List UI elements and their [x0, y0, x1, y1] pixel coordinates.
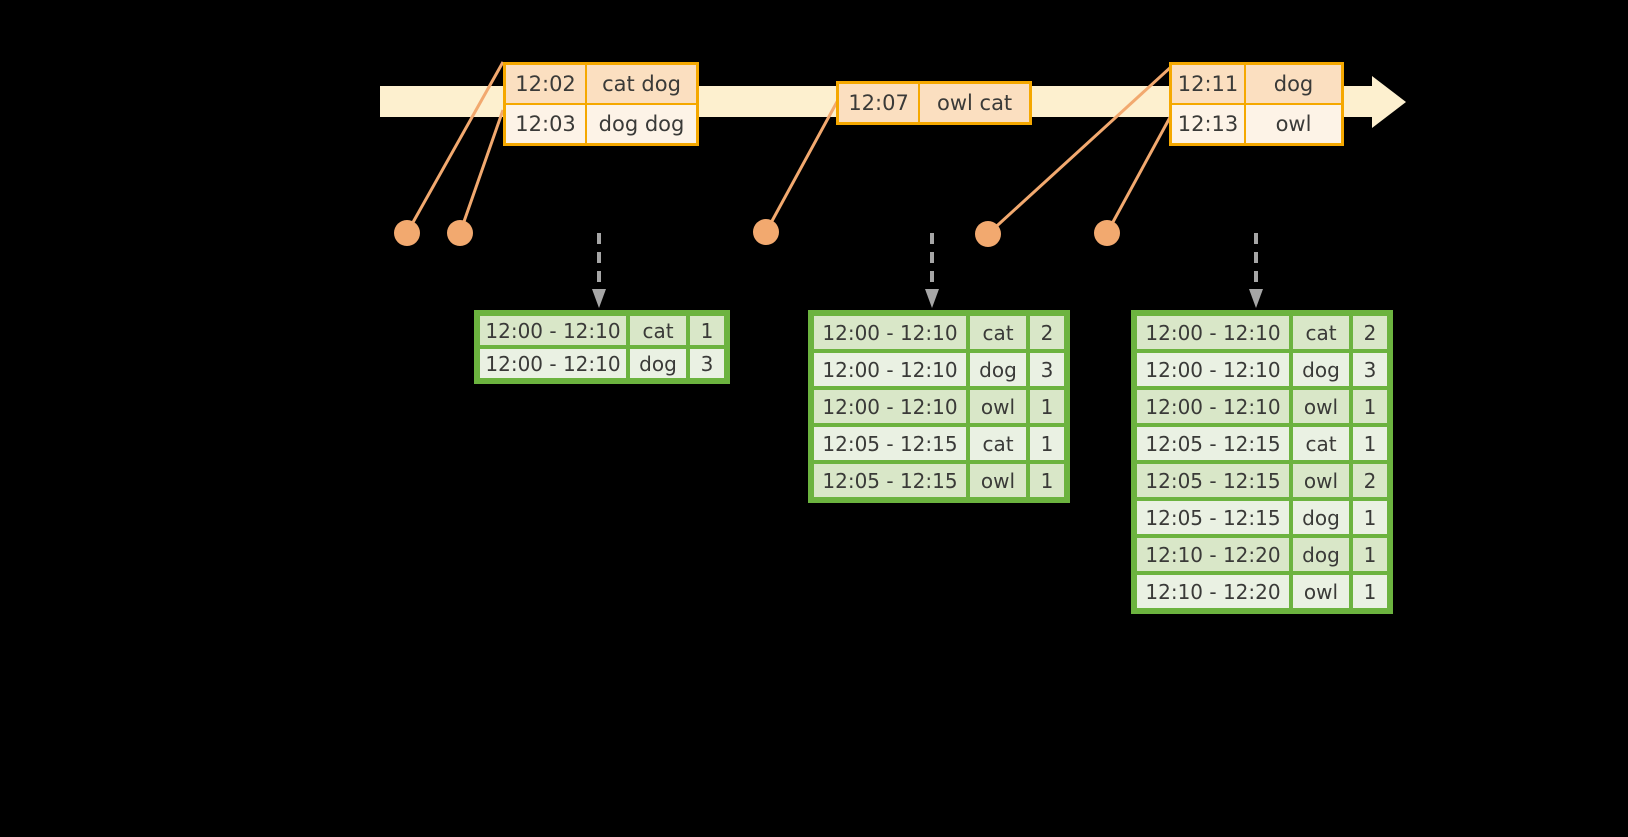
- event-row: 12:13 owl: [1172, 103, 1341, 143]
- event-time: 12:02: [506, 65, 588, 103]
- cell-window: 12:05 - 12:15: [812, 462, 968, 499]
- cell-word: cat: [968, 425, 1028, 462]
- cell-window: 12:05 - 12:15: [1135, 425, 1291, 462]
- event-row: 12:07 owl cat: [839, 84, 1029, 122]
- cell-window: 12:00 - 12:10: [812, 388, 968, 425]
- timeline-arrowhead-icon: [1372, 76, 1406, 128]
- cell-count: 1: [1351, 499, 1389, 536]
- event-group-c: 12:11 dog 12:13 owl: [1169, 62, 1344, 146]
- cell-count: 1: [1028, 425, 1066, 462]
- cell-window: 12:00 - 12:10: [1135, 351, 1291, 388]
- cell-word: dog: [1291, 351, 1351, 388]
- cell-word: dog: [968, 351, 1028, 388]
- cell-window: 12:00 - 12:10: [478, 347, 628, 380]
- cell-word: cat: [1291, 425, 1351, 462]
- cell-window: 12:10 - 12:20: [1135, 573, 1291, 610]
- event-time: 12:13: [1172, 105, 1246, 143]
- cell-word: owl: [1291, 388, 1351, 425]
- cell-window: 12:05 - 12:15: [1135, 462, 1291, 499]
- event-time: 12:11: [1172, 65, 1246, 103]
- cell-window: 12:00 - 12:10: [478, 314, 628, 347]
- cell-word: cat: [968, 314, 1028, 351]
- event-words: dog dog: [587, 105, 696, 143]
- event-words: cat dog: [587, 65, 696, 103]
- trigger-arrow-1-icon: [592, 233, 606, 308]
- cell-window: 12:10 - 12:20: [1135, 536, 1291, 573]
- event-time: 12:07: [839, 84, 921, 122]
- event-row: 12:02 cat dog: [506, 65, 696, 103]
- cell-window: 12:00 - 12:10: [1135, 388, 1291, 425]
- event-dot: [447, 220, 473, 246]
- cell-count: 2: [1028, 314, 1066, 351]
- cell-count: 3: [1028, 351, 1066, 388]
- event-dot: [753, 219, 779, 245]
- event-words: dog: [1246, 65, 1341, 103]
- event-row: 12:11 dog: [1172, 65, 1341, 103]
- cell-word: owl: [968, 462, 1028, 499]
- event-time: 12:03: [506, 105, 588, 143]
- cell-word: cat: [1291, 314, 1351, 351]
- cell-window: 12:00 - 12:10: [1135, 314, 1291, 351]
- event-words: owl cat: [920, 84, 1029, 122]
- cell-count: 1: [1351, 425, 1389, 462]
- event-row: 12:03 dog dog: [506, 103, 696, 143]
- cell-word: dog: [1291, 536, 1351, 573]
- event-dot: [394, 220, 420, 246]
- trigger-arrow-2-icon: [925, 233, 939, 308]
- cell-count: 3: [688, 347, 726, 380]
- event-words: owl: [1246, 105, 1341, 143]
- cell-count: 1: [688, 314, 726, 347]
- cell-word: owl: [968, 388, 1028, 425]
- cell-window: 12:05 - 12:15: [812, 425, 968, 462]
- cell-word: dog: [1291, 499, 1351, 536]
- cell-count: 1: [1351, 573, 1389, 610]
- cell-window: 12:00 - 12:10: [812, 314, 968, 351]
- cell-window: 12:05 - 12:15: [1135, 499, 1291, 536]
- cell-count: 2: [1351, 314, 1389, 351]
- cell-count: 1: [1351, 536, 1389, 573]
- cell-word: cat: [628, 314, 688, 347]
- cell-count: 1: [1351, 388, 1389, 425]
- cell-count: 1: [1028, 462, 1066, 499]
- cell-window: 12:00 - 12:10: [812, 351, 968, 388]
- cell-count: 2: [1351, 462, 1389, 499]
- event-group-b: 12:07 owl cat: [836, 81, 1032, 125]
- cell-word: owl: [1291, 573, 1351, 610]
- cell-word: owl: [1291, 462, 1351, 499]
- event-dot: [975, 221, 1001, 247]
- event-dot: [1094, 220, 1120, 246]
- cell-word: dog: [628, 347, 688, 380]
- event-group-a: 12:02 cat dog 12:03 dog dog: [503, 62, 699, 146]
- trigger-arrow-3-icon: [1249, 233, 1263, 308]
- cell-count: 3: [1351, 351, 1389, 388]
- cell-count: 1: [1028, 388, 1066, 425]
